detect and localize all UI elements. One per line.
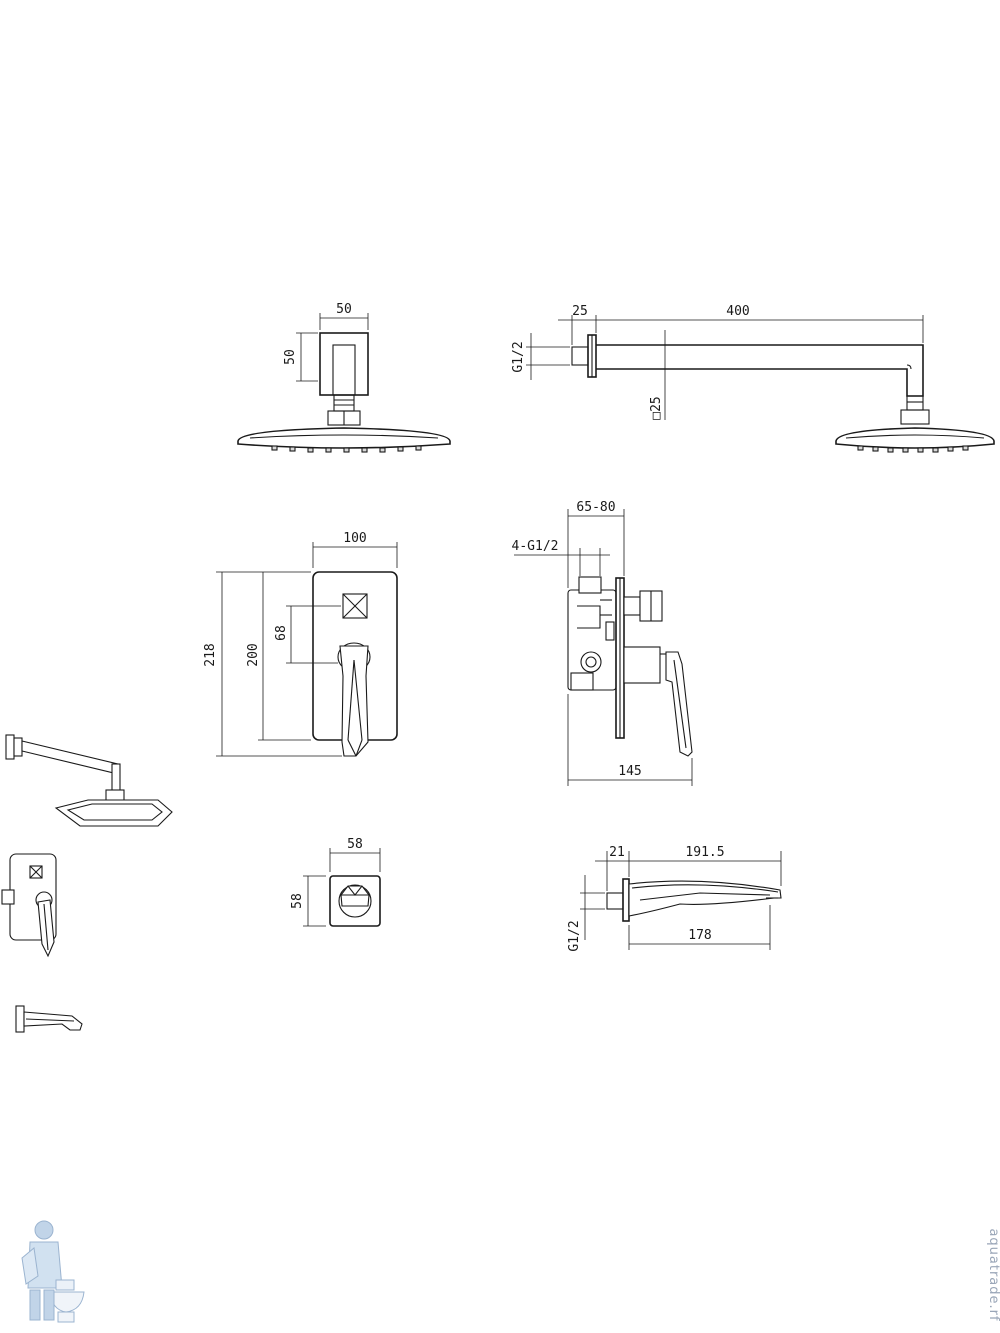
dim-spout-thread: G1/2 (567, 920, 582, 951)
dim-arm-length: 400 (726, 304, 749, 319)
mixer-front-view: 100 218 200 68 (203, 531, 398, 757)
shower-arm-side-view: 25 400 G1/2 □25 (511, 304, 995, 453)
dim-flange: 25 (572, 304, 588, 319)
dim-mixer-overall-depth: 145 (618, 764, 641, 779)
dim-head-height: 50 (283, 349, 298, 365)
shower-head-front-view: 50 50 (237, 302, 451, 453)
dim-diverter-offset: 68 (274, 625, 289, 641)
dim-knob-height: 58 (290, 893, 305, 909)
mixer-side-view: 65-80 4-G1/2 145 (512, 500, 693, 786)
dim-mixer-plate-height: 200 (246, 643, 261, 666)
thumbnail-shower-arm (5, 734, 173, 827)
dim-head-width: 50 (336, 302, 352, 317)
watermark-logo (21, 1220, 85, 1323)
shower-head-nozzles (271, 445, 422, 453)
dim-spout-flange: 21 (609, 845, 625, 860)
dim-arm-section: □25 (649, 396, 664, 419)
spout-side-view: 21 191.5 178 G1/2 (567, 845, 782, 952)
dim-spout-length: 191.5 (685, 845, 724, 860)
dim-knob-width: 58 (347, 837, 363, 852)
watermark-text: aquatrade.rf (986, 1228, 1000, 1321)
thumbnail-mixer (1, 853, 57, 958)
dim-mixer-inlets: 4-G1/2 (512, 539, 559, 554)
dim-mixer-overall-height: 218 (203, 643, 218, 666)
diverter-knob-view: 58 58 (290, 837, 381, 927)
shower-arm-head-nozzles (857, 445, 969, 453)
dim-mixer-depth: 65-80 (576, 500, 615, 515)
thumbnail-spout (15, 1005, 83, 1033)
dim-arm-thread: G1/2 (511, 341, 526, 372)
dim-spout-projection: 178 (688, 928, 711, 943)
dim-mixer-width: 100 (343, 531, 366, 546)
